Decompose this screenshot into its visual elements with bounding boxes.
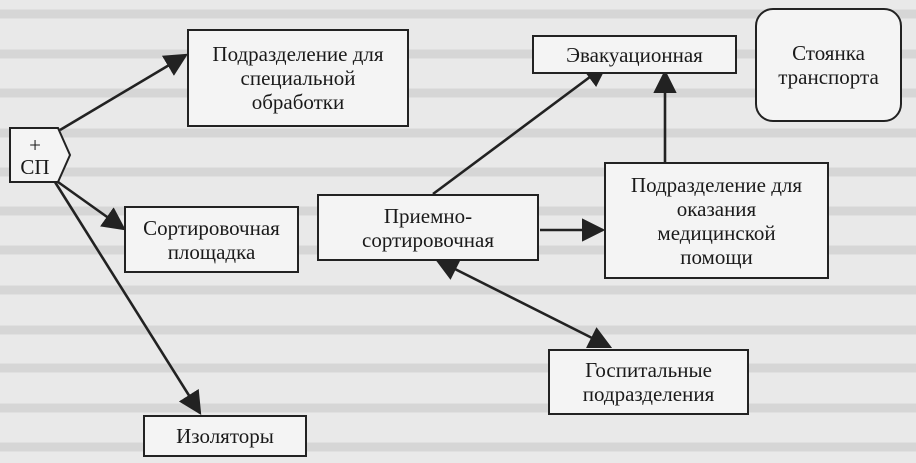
sp-shape	[9, 127, 72, 183]
reception-sorting-node: Приемно- сортировочная	[317, 194, 539, 261]
arrow-sp-to-isolators	[53, 181, 202, 415]
arrow-reception-to-evacuation	[432, 63, 608, 196]
transport-parking-node: Стоянка транспорта	[755, 8, 902, 122]
arrow-sp-to-sorting-area	[57, 180, 126, 231]
hospital-units-node: Госпитальные подразделения	[548, 349, 749, 415]
sp-label: + СП	[20, 133, 50, 179]
arrow-sp-to-special-treatment	[59, 53, 189, 132]
sorting-area-node: Сортировочная площадка	[124, 206, 299, 273]
evacuation-node: Эвакуационная	[532, 35, 737, 74]
medical-aid-node: Подразделение для оказания медицинской п…	[604, 162, 829, 279]
special-treatment-node: Подразделение для специальной обработки	[187, 29, 409, 127]
arrow-reception-hospital	[434, 258, 613, 349]
isolators-node: Изоляторы	[143, 415, 307, 457]
